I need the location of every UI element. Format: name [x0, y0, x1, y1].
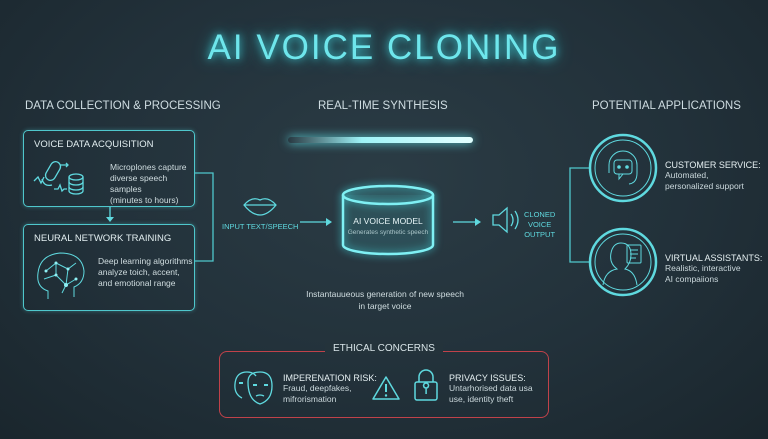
output-label: CLONED VOICE OUTPUT — [524, 210, 555, 240]
section-applications-heading: POTENTIAL APPLICATIONS — [592, 100, 741, 112]
lock-icon — [414, 369, 438, 401]
card-text-line: (minutes to hours) — [110, 195, 179, 205]
input-label: INPUT TEXT/SPEECH — [222, 222, 299, 231]
applications-graphics — [569, 133, 658, 297]
concern-privacy: PRIVACY ISSUES: Untarhorised data usa us… — [449, 373, 533, 405]
microphone-database-icon — [33, 161, 84, 195]
connector-line — [195, 172, 214, 262]
speaker-icon — [492, 206, 519, 234]
concern-heading: IMPERENATION RISK: — [283, 373, 377, 383]
section-synthesis-heading: REAL-TIME SYNTHESIS — [318, 100, 448, 112]
output-label-line: CLONED — [524, 210, 556, 219]
concern-impersonation: IMPERENATION RISK: Fraud, deepfakes, mif… — [283, 373, 377, 405]
concern-text: mifrorismation — [283, 394, 337, 404]
card-heading: VOICE DATA ACQUISITION — [34, 139, 154, 150]
section-data-heading: DATA COLLECTION & PROCESSING — [25, 100, 221, 112]
application-customer-service: CUSTOMER SERVICE: Automated, personalize… — [665, 160, 761, 192]
ethical-concerns-title: ETHICAL CONCERNS — [325, 343, 443, 354]
card-text-line: analyze toich, accent, — [98, 267, 180, 277]
caption-line: Instantauueous generation of new speech — [306, 289, 464, 299]
application-text: personalized support — [665, 181, 744, 191]
arrow-right-icon — [300, 218, 332, 226]
synthesis-caption: Instantauueous generation of new speech … — [270, 288, 500, 312]
brain-network-icon — [37, 252, 85, 299]
model-title: AI VOICE MODEL — [353, 216, 423, 226]
application-heading: VIRTUAL ASSISTANTS: — [665, 253, 763, 263]
card-text-line: diverse speech samples — [110, 173, 168, 194]
output-label-line: OUTPUT — [524, 230, 556, 239]
voice-data-acquisition-card: VOICE DATA ACQUISITION Microplones captu… — [23, 130, 195, 207]
card-heading: NEURAL NETWORK TRAINING — [34, 233, 172, 244]
card-text-line: Microplones capture — [110, 162, 187, 172]
application-text: Automated, — [665, 170, 709, 180]
card-text-line: Deep learning algorithms — [98, 256, 193, 266]
ai-voice-model-cylinder — [341, 184, 435, 256]
light-streak — [288, 137, 473, 143]
output-label-line: VOICE — [527, 220, 552, 229]
arrow-down-icon — [106, 207, 114, 222]
page-title: AI VOICE CLONING — [207, 28, 561, 67]
caption-line: in target voice — [358, 301, 412, 311]
warning-icon — [372, 376, 400, 400]
concern-text: Untarhorised data usa — [449, 383, 533, 393]
neural-network-training-card: NEURAL NETWORK TRAINING Deep learning al… — [23, 224, 195, 311]
application-heading: CUSTOMER SERVICE: — [665, 160, 761, 170]
application-text: AI compaiions — [665, 274, 719, 284]
model-subtitle: Generates synthetic speech — [347, 229, 429, 236]
concern-text: Fraud, deepfakes, — [283, 383, 352, 393]
concern-text: use, identity theft — [449, 394, 514, 404]
application-text: Realistic, interactive — [665, 263, 741, 273]
card-text-line: and emotional range — [98, 278, 176, 288]
faces-icon — [234, 371, 273, 405]
arrow-right-icon — [453, 218, 481, 226]
lips-icon — [243, 198, 277, 216]
application-virtual-assistants: VIRTUAL ASSISTANTS: Realistic, interacti… — [665, 253, 762, 285]
concern-heading: PRIVACY ISSUES: — [449, 373, 526, 383]
